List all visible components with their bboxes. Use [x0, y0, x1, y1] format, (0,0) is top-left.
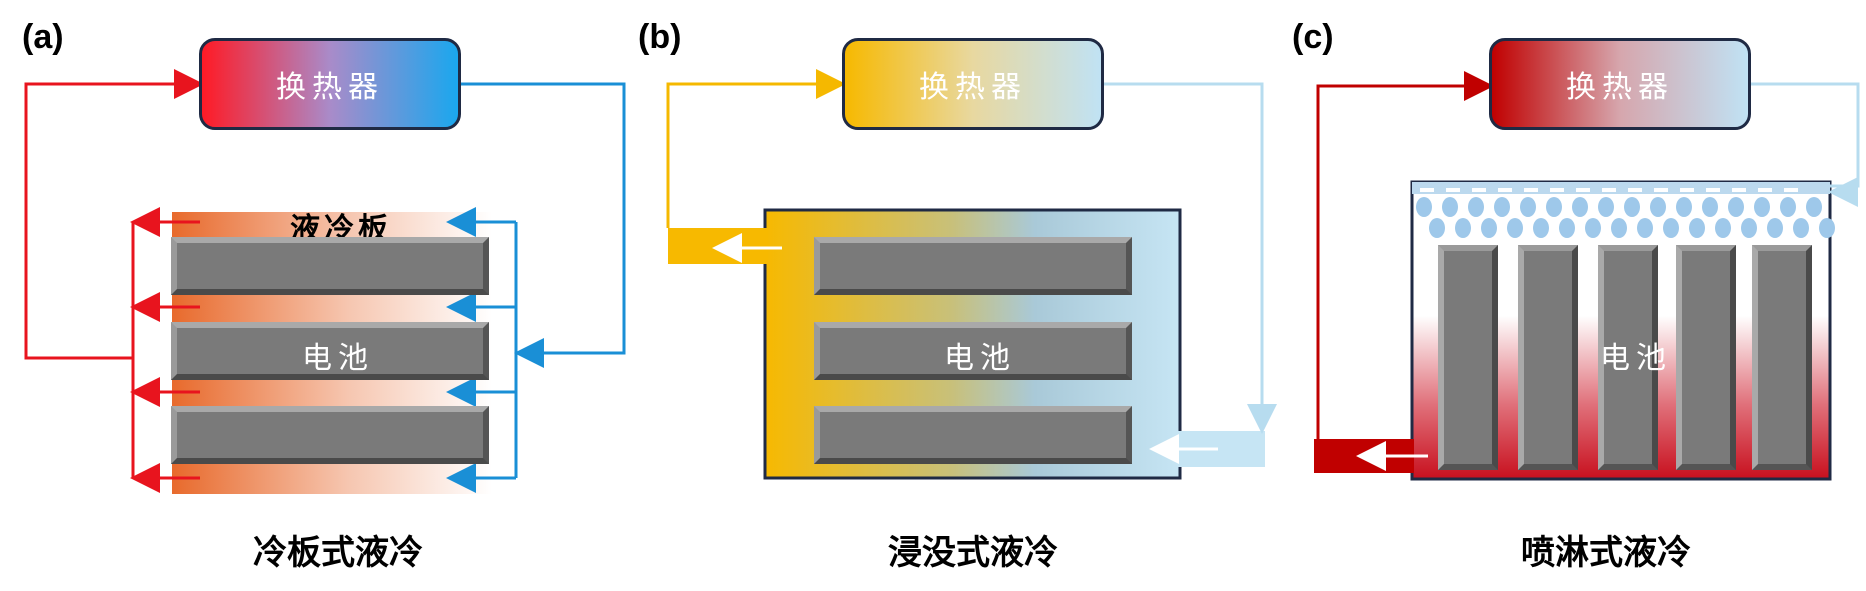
battery-label-a: 电池	[302, 341, 374, 376]
spray-droplet	[1598, 197, 1614, 217]
spray-droplet	[1767, 218, 1783, 238]
spray-droplet	[1585, 218, 1601, 238]
spray-droplet	[1702, 197, 1718, 217]
battery-cell-c4	[1676, 245, 1736, 470]
spray-droplet	[1715, 218, 1731, 238]
spray-droplet	[1676, 197, 1692, 217]
spray-droplet	[1468, 197, 1484, 217]
spray-droplet	[1624, 197, 1640, 217]
spray-droplet	[1533, 218, 1549, 238]
spray-droplet	[1806, 197, 1822, 217]
spray-droplet	[1429, 218, 1445, 238]
caption-b: 浸没式液冷	[888, 533, 1058, 573]
battery-cell-a2	[171, 322, 489, 380]
battery-cell-c5	[1752, 245, 1812, 470]
spray-droplet	[1819, 218, 1835, 238]
battery-cell-c2	[1518, 245, 1578, 470]
spray-droplet	[1442, 197, 1458, 217]
spray-droplet	[1728, 197, 1744, 217]
spray-droplet	[1650, 197, 1666, 217]
caption-c: 喷淋式液冷	[1521, 533, 1691, 573]
spray-droplet	[1520, 197, 1536, 217]
spray-droplet	[1455, 218, 1471, 238]
spray-droplets	[1416, 197, 1835, 238]
battery-cell-a1	[171, 237, 489, 295]
heat-exchanger-c: 换热器	[1489, 38, 1751, 130]
spray-droplet	[1741, 218, 1757, 238]
spray-droplet	[1494, 197, 1510, 217]
spray-droplet	[1754, 197, 1770, 217]
battery-label-c: 电池	[1600, 341, 1672, 376]
spray-droplet	[1546, 197, 1562, 217]
heat-exchanger-b: 换热器	[842, 38, 1104, 130]
spray-droplet	[1481, 218, 1497, 238]
panel-c-label: (c)	[1292, 18, 1334, 56]
battery-cell-c3	[1598, 245, 1658, 470]
heat-exchanger-a: 换热器	[199, 38, 461, 130]
battery-cell-c1	[1438, 245, 1498, 470]
panel-b-label: (b)	[638, 18, 682, 56]
spray-droplet	[1416, 197, 1432, 217]
battery-cell-b2	[814, 322, 1132, 380]
battery-cell-a3	[171, 406, 489, 464]
battery-cell-b3	[814, 406, 1132, 464]
spray-droplet	[1507, 218, 1523, 238]
spray-droplet	[1793, 218, 1809, 238]
battery-label-b: 电池	[944, 341, 1016, 376]
spray-droplet	[1689, 218, 1705, 238]
spray-droplet	[1572, 197, 1588, 217]
spray-droplet	[1637, 218, 1653, 238]
spray-droplet	[1559, 218, 1575, 238]
spray-droplet	[1780, 197, 1796, 217]
battery-cell-b1	[814, 237, 1132, 295]
panel-a-label: (a)	[22, 18, 64, 56]
spray-droplet	[1611, 218, 1627, 238]
caption-a: 冷板式液冷	[253, 533, 423, 573]
spray-droplet	[1663, 218, 1679, 238]
